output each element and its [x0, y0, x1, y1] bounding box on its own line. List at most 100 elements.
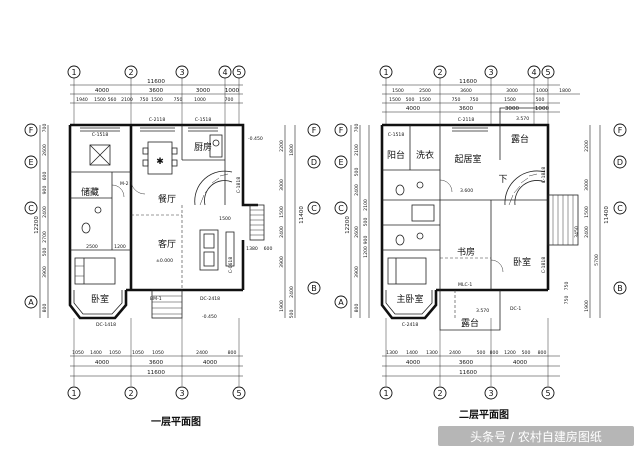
dim: 1200 — [504, 350, 516, 356]
dim: 800 — [490, 350, 499, 356]
plan1-room-labels: 厨房 餐厅 储藏 客厅 卧室 — [81, 141, 212, 305]
dim: 700 — [354, 124, 360, 133]
window-tag: C-2118 — [458, 117, 475, 123]
sink-icon — [416, 181, 424, 189]
dim: 500 — [363, 218, 369, 227]
level-mark: -0.450 — [248, 136, 263, 142]
dim: 750 — [564, 296, 570, 305]
dim: 800 — [538, 350, 547, 356]
plan-title: 二层平面图 — [459, 409, 509, 421]
dim: 4000 — [203, 360, 218, 366]
dim: 2100 — [354, 144, 360, 156]
axis-label: A — [338, 298, 344, 307]
room-label-terrace: 露台 — [511, 133, 529, 145]
dim: 3900 — [279, 256, 285, 268]
dim: 1300 — [386, 350, 398, 356]
dim: 4000 — [95, 360, 110, 366]
axis-label: B — [617, 284, 623, 293]
axis-label: 3 — [488, 389, 493, 398]
bed-icon — [74, 257, 116, 285]
axis-label: 1 — [383, 389, 388, 398]
spiral-stair-icon — [504, 170, 546, 206]
dim: 1300 — [426, 350, 438, 356]
room-label-study: 书房 — [457, 246, 475, 258]
dim: 2400 — [289, 286, 295, 298]
room-label-master: 主卧室 — [396, 293, 423, 305]
dim: 800 — [228, 350, 237, 356]
room-label-laundry: 洗衣 — [416, 149, 434, 161]
level-mark: 3.570 — [516, 116, 529, 122]
plan1-annotations: -0.450 -0.450 ±0.000 C-1518 C-2118 C-151… — [86, 117, 272, 328]
dim: 500 — [42, 248, 48, 257]
dim: 2200 — [584, 140, 590, 152]
dim: 800 — [42, 304, 48, 313]
square-table-icon — [89, 144, 111, 166]
plan1-furniture: ✱ — [74, 134, 265, 319]
axis-label: E — [338, 158, 343, 167]
dim: 1000 — [536, 88, 548, 94]
axis-label: 2 — [437, 389, 442, 398]
dim: 1800 — [289, 144, 295, 156]
axis-label: 5 — [236, 68, 241, 77]
axis-label: C — [28, 204, 34, 213]
axis-label: 2 — [128, 68, 133, 77]
dim: 3450 — [574, 226, 580, 238]
dim: 4000 — [513, 360, 528, 366]
entry-steps-icon — [249, 204, 265, 241]
dim: 1000 — [535, 106, 550, 112]
bathtub-icon — [411, 204, 435, 222]
axis-label: F — [339, 126, 344, 135]
axis-label: A — [28, 298, 34, 307]
dim: 1900 — [279, 300, 285, 312]
dim: 1000 — [225, 88, 240, 94]
plan2-walls — [380, 107, 579, 320]
dim: 3600 — [459, 106, 474, 112]
dim: 600 — [42, 172, 48, 181]
dim: 3000 — [584, 179, 590, 191]
dim-total: 12200 — [345, 216, 351, 234]
window-tag: DC-1418 — [96, 322, 116, 328]
plan1-top-dimensions: 11600 4000 3600 3000 1000 1940 1500 560 … — [70, 78, 243, 125]
spiral-stair-icon — [194, 170, 233, 206]
axis-label: 2 — [128, 389, 133, 398]
dim-total: 11600 — [459, 370, 477, 376]
dim: 1400 — [90, 350, 102, 356]
sink-icon — [416, 232, 424, 240]
room-label-living: 客厅 — [158, 238, 176, 250]
dim-total: 11600 — [147, 370, 165, 376]
plan1-axis-right: F D C B 2200 3000 1500 2400 3900 1900 24… — [279, 123, 321, 319]
dim: 2100 — [363, 199, 369, 211]
dim: 5700 — [594, 254, 600, 266]
level-mark: ±0.000 — [156, 258, 173, 264]
dim: 500 — [354, 168, 360, 177]
plan1-bottom-dimensions: 1050 1400 1050 1050 1050 2400 800 4000 3… — [67, 318, 246, 400]
dim: 3600 — [460, 88, 472, 94]
dim: 4000 — [406, 360, 421, 366]
dim: 500 — [536, 97, 545, 103]
dim-note: 2500 — [86, 244, 98, 250]
dim: 500 — [289, 310, 295, 319]
dim: 750 — [470, 97, 479, 103]
toilet-icon — [395, 184, 405, 196]
sink-icon — [94, 206, 102, 214]
door-tag: MLC-1 — [458, 282, 472, 288]
axis-label: 1 — [383, 68, 388, 77]
dim: 3600 — [149, 360, 164, 366]
dim: 1500 — [504, 97, 516, 103]
axis-label: 5 — [545, 68, 550, 77]
axis-label: 2 — [437, 68, 442, 77]
dim: 3000 — [196, 88, 211, 94]
dim: 1500 — [392, 88, 404, 94]
level-mark: 3.570 — [476, 308, 489, 314]
terrace-outline — [439, 290, 501, 331]
dim: 1500 — [151, 97, 163, 103]
dim: 3600 — [149, 88, 164, 94]
plan2-axis-right: F D C B 2200 3000 1500 2400 3450 5700 19… — [564, 123, 627, 318]
window-tag: C-1818 — [236, 177, 242, 194]
second-floor-plan: 1 2 3 4 5 11600 1500 2500 3600 3000 1000… — [334, 65, 627, 421]
axis-label: D — [617, 158, 623, 167]
level-mark: 3.600 — [460, 188, 473, 194]
dim: 2700 — [42, 231, 48, 243]
dim: 750 — [452, 97, 461, 103]
window-tag: C-1518 — [388, 132, 405, 138]
